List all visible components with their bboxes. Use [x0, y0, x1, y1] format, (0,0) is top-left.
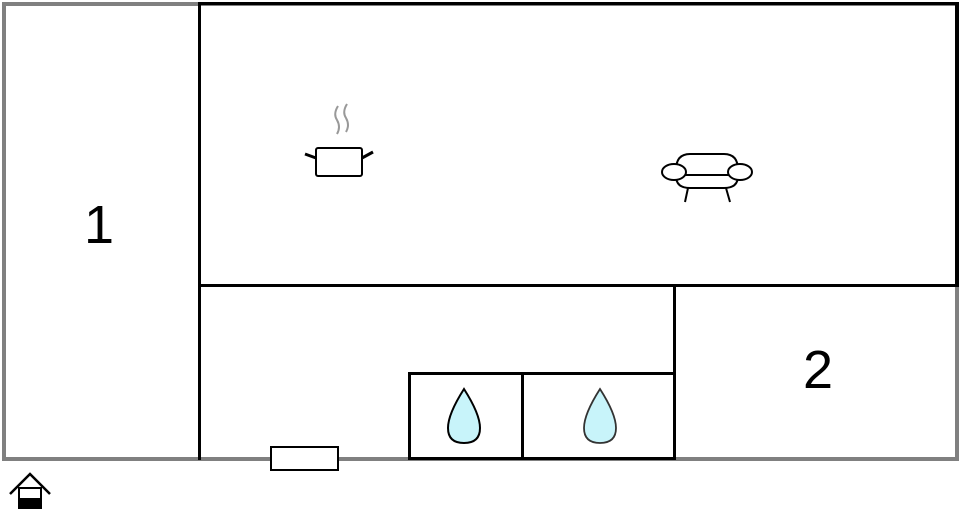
- room-1-label: 1: [84, 195, 115, 255]
- room-1-wall: [198, 2, 201, 460]
- sofa-icon: [660, 150, 754, 206]
- bathroom-2: [521, 372, 676, 460]
- room-2-label: 2: [803, 340, 834, 400]
- entrance-house-icon: [8, 470, 54, 510]
- cooking-pot-icon: [302, 100, 378, 182]
- entrance-door: [270, 446, 339, 471]
- water-drop-icon: [582, 386, 618, 446]
- water-drop-icon: [446, 386, 482, 446]
- outer-wall: [2, 2, 959, 461]
